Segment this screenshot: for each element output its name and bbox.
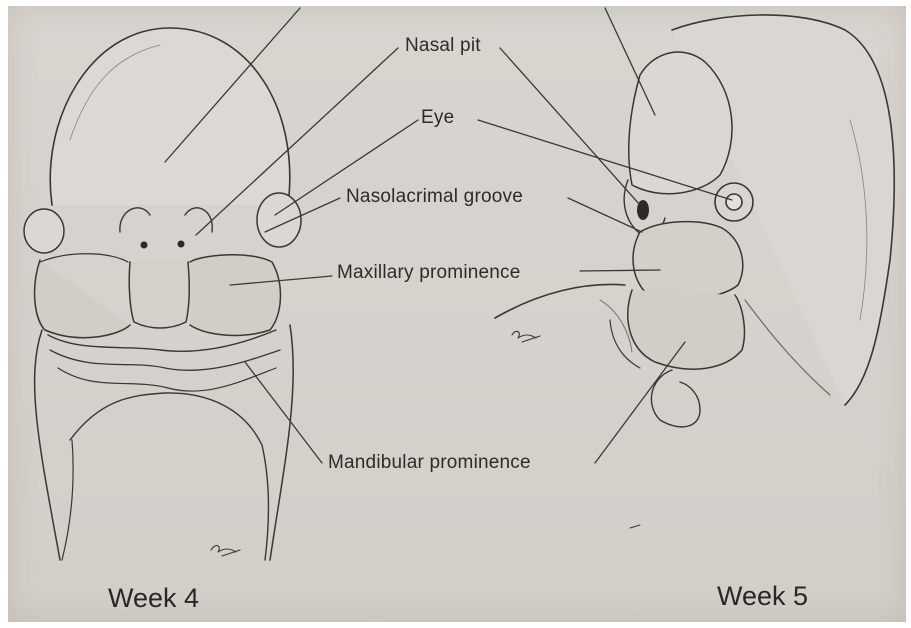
leader-line-nasolacrimal-week5 xyxy=(568,198,642,232)
leader-line-mandibular-week5 xyxy=(595,342,685,463)
label-nasolacrimal-groove: Nasolacrimal groove xyxy=(346,186,523,208)
label-mandibular-prominence: Mandibular prominence xyxy=(328,452,531,474)
label-nasal-pit: Nasal pit xyxy=(405,35,481,57)
week5-embryo-drawing xyxy=(495,15,894,528)
leader-line-top-right xyxy=(605,8,655,115)
leader-line-nasal-pit-week5 xyxy=(500,48,640,205)
label-eye: Eye xyxy=(421,107,454,129)
leader-line-mandibular-week4 xyxy=(245,362,322,463)
label-maxillary-prominence: Maxillary prominence xyxy=(337,262,521,284)
caption-week5: Week 5 xyxy=(717,581,808,612)
week4-embryo-drawing xyxy=(24,28,301,560)
caption-week4: Week 4 xyxy=(108,583,199,614)
